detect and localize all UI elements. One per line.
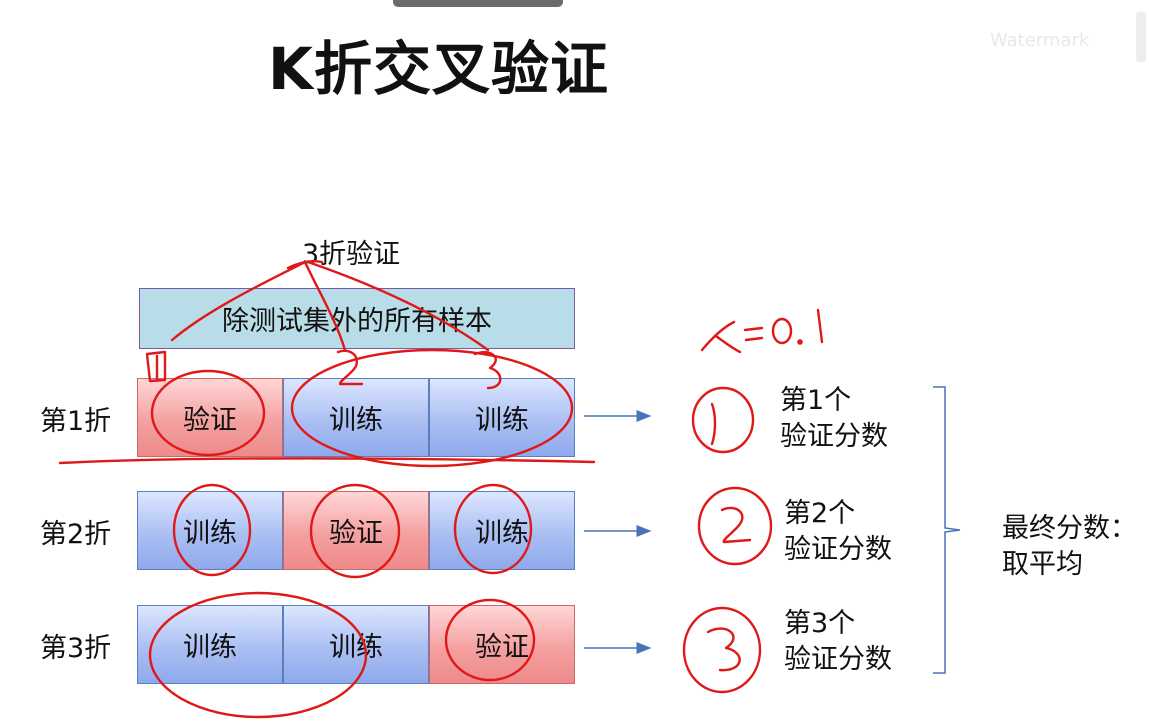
fold-3-segment-3: 验证 [429, 605, 575, 684]
fold-1-segment-1: 验证 [137, 378, 283, 457]
watermark: Watermark [990, 30, 1090, 51]
ink-score-circle-2 [697, 486, 773, 566]
fold-3-label: 第3折 [40, 633, 112, 664]
ink-score-num-3 [706, 627, 741, 672]
fold-2-segment-1: 训练 [137, 491, 283, 570]
fold-2-score: 第2个 验证分数 [784, 498, 892, 565]
slide-title: K折交叉验证 [268, 35, 609, 103]
ink-number-1 [145, 350, 167, 383]
three-fold-label: 3折验证 [302, 239, 401, 270]
ink-equals [743, 326, 764, 342]
all-samples-label: 除测试集外的所有样本 [222, 306, 492, 337]
fold-3-segment-2: 训练 [283, 605, 429, 684]
fold-2-segment-2: 验证 [283, 491, 429, 570]
fold-1-segment-2: 训练 [283, 378, 429, 457]
ink-score-num-1 [710, 402, 717, 446]
fold-1-label: 第1折 [40, 406, 112, 437]
fold-1-segment-3: 训练 [429, 378, 575, 457]
right-brace [933, 386, 961, 674]
watermark-bar [1136, 12, 1146, 62]
ink-score-circle-1 [691, 386, 755, 454]
all-samples-box: 除测试集外的所有样本 [139, 288, 575, 349]
ink-score-circle-3 [682, 606, 762, 694]
ink-zero [771, 317, 793, 345]
fold-2-segment-3: 训练 [429, 491, 575, 570]
final-score: 最终分数： 取平均 [1002, 513, 1137, 580]
fold-2-label: 第2折 [40, 519, 112, 550]
fold-3-segment-1: 训练 [137, 605, 283, 684]
top-tab [393, 0, 563, 7]
ink-dot [797, 339, 803, 345]
ink-one [816, 308, 824, 344]
ink-score-num-2 [720, 506, 752, 544]
ink-fold1-underline [58, 457, 596, 465]
ink-lambda [700, 320, 742, 354]
fold-3-score: 第3个 验证分数 [784, 608, 892, 675]
fold-1-score: 第1个 验证分数 [780, 385, 888, 452]
